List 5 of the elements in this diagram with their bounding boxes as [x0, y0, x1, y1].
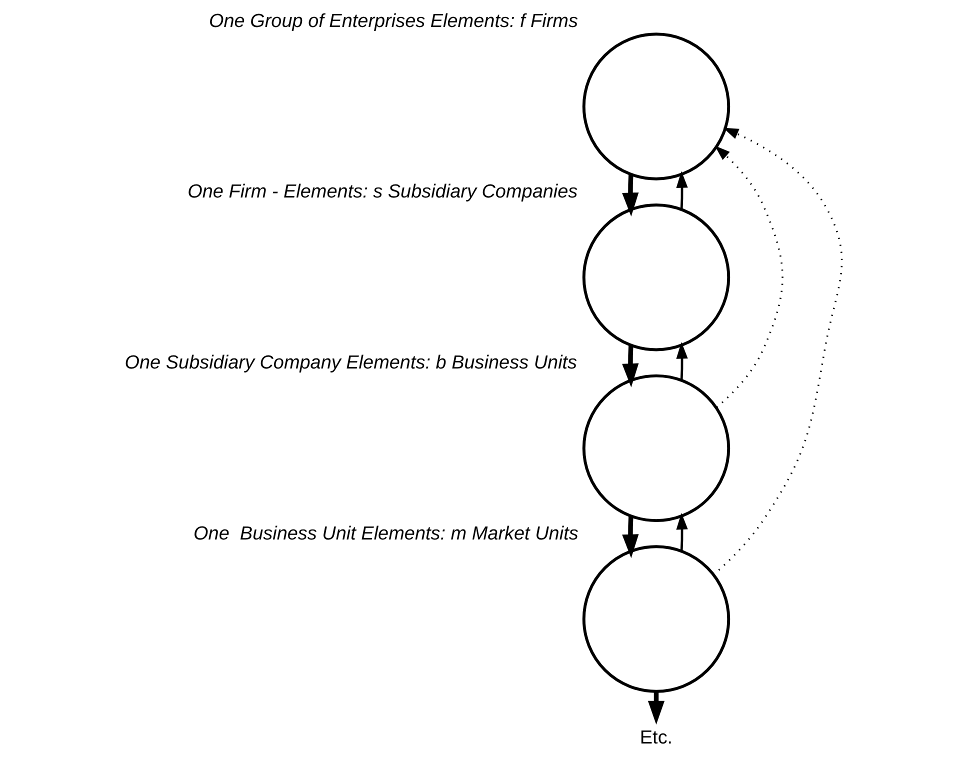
node-label: One Business Unit Elements: m Market Units — [193, 523, 578, 544]
node-text: Etc. — [639, 727, 672, 748]
node-label: One Firm - Elements: s Subsidiary Companies — [187, 182, 578, 203]
node-label: One Subsidiary Company Elements: b Business Units — [124, 352, 577, 374]
node-label: One Group of Enterprises Elements: f Firms — [208, 10, 578, 32]
